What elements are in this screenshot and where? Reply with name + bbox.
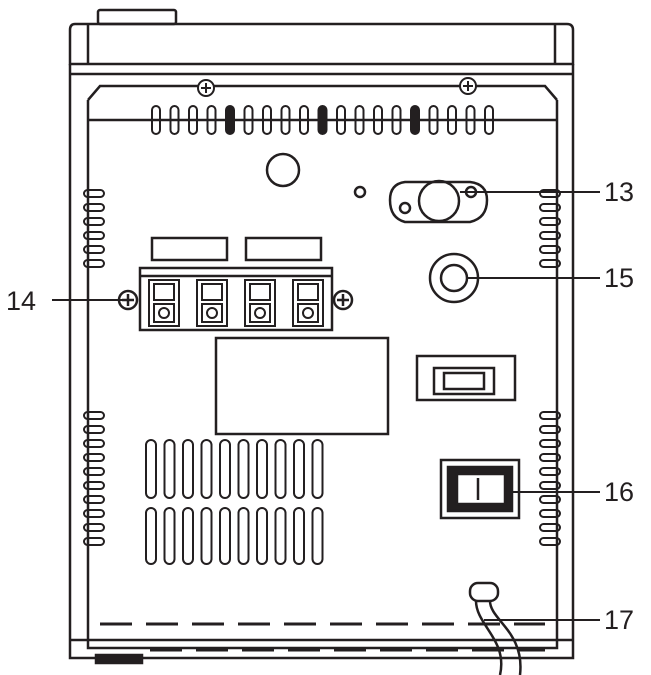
fm-antenna-connector [353, 179, 489, 224]
top-handle [68, 8, 575, 76]
side-vent-slots [83, 189, 561, 546]
callout-14: 14 [6, 286, 36, 316]
fuse-holder [415, 354, 517, 402]
rating-label-plate [214, 336, 390, 436]
callout-16: 16 [604, 477, 634, 507]
callout-17: 17 [604, 605, 634, 635]
speaker-terminals [117, 266, 354, 332]
callout-15: 15 [604, 263, 634, 293]
top-vent-slots [151, 105, 494, 135]
speaker-label-plates [150, 236, 323, 262]
ac-power-cord [468, 581, 522, 675]
power-switch [439, 458, 521, 520]
grille-slots [145, 439, 324, 565]
cabinet-body [68, 64, 575, 665]
cabinet-hole [265, 152, 301, 188]
top-screws [197, 77, 477, 97]
bottom-trim [100, 622, 545, 652]
callout-leaders [52, 191, 600, 621]
callout-13: 13 [604, 177, 634, 207]
